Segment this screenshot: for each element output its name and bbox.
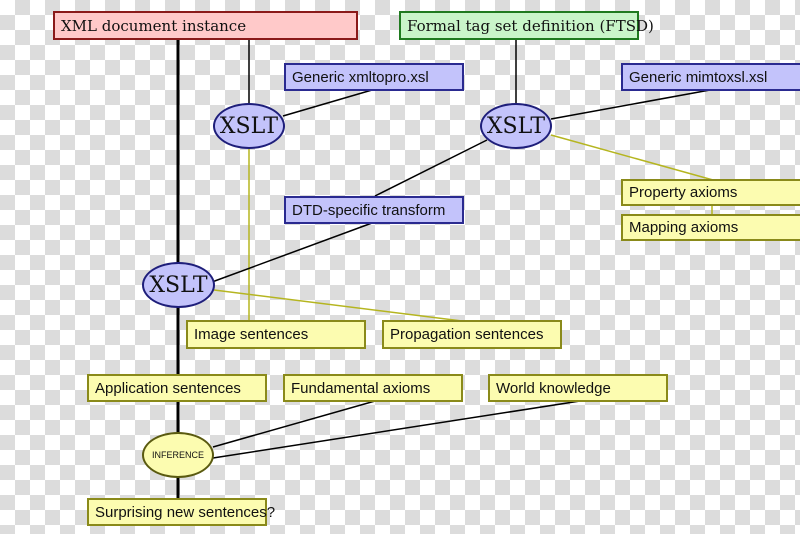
node-surprising-new-sentences: Surprising new sentences? <box>87 498 275 526</box>
edge-world-to-inference <box>212 400 581 459</box>
edge-xslt-main-to-propagation <box>213 289 471 323</box>
node-ftsd: Formal tag set definition (FTSD) <box>399 11 654 40</box>
node-image-sentences: Image sentences <box>186 320 366 349</box>
edge-mimtoxsl-to-xslt-right <box>550 89 711 120</box>
node-world-knowledge: World knowledge <box>488 374 668 402</box>
node-mapping-axioms: Mapping axioms <box>621 214 800 241</box>
edge-xslt-right-to-property <box>550 134 714 181</box>
node-xml-document-instance: XML document instance <box>53 11 358 40</box>
edge-fundamental-to-inference <box>212 400 376 448</box>
node-dtd-specific-transform: DTD-specific transform <box>284 196 464 224</box>
edge-dtd-to-xslt-main <box>211 222 373 283</box>
node-xslt-right: XSLT <box>480 103 552 149</box>
node-generic-mimtoxsl: Generic mimtoxsl.xsl <box>621 63 800 91</box>
node-fundamental-axioms: Fundamental axioms <box>283 374 463 402</box>
node-application-sentences: Application sentences <box>87 374 267 402</box>
node-generic-xmltopro: Generic xmltopro.xsl <box>284 63 464 91</box>
node-propagation-sentences: Propagation sentences <box>382 320 562 349</box>
node-xslt-left: XSLT <box>213 103 285 149</box>
node-property-axioms: Property axioms <box>621 179 800 206</box>
node-inference: INFERENCE <box>142 432 214 478</box>
edge-xmltopro-to-xslt-left <box>282 89 373 117</box>
edge-xslt-right-to-dtd <box>374 139 488 197</box>
node-xslt-main: XSLT <box>142 262 215 308</box>
